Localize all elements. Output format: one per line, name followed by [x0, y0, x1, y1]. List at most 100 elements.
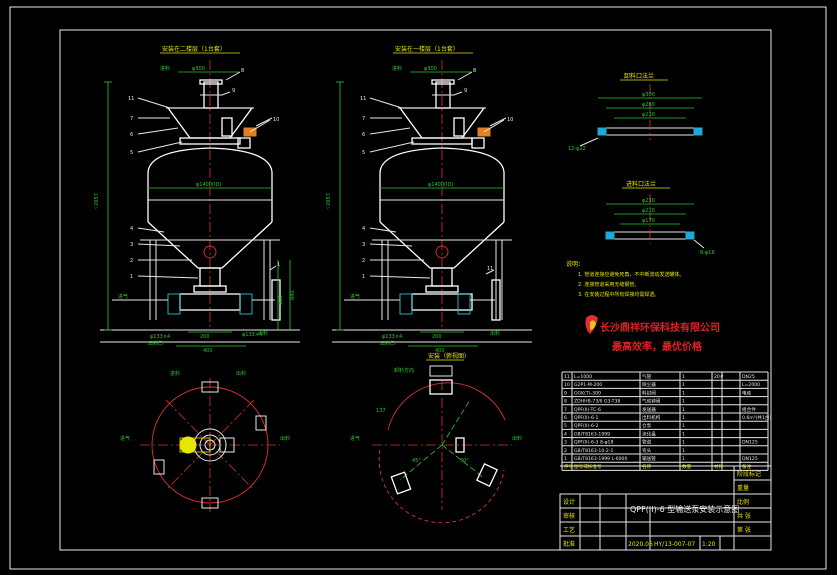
right-elevation: 安装在一楼层（1台套） ~265: [326, 45, 532, 354]
bom-cell-qty: 1: [682, 390, 685, 396]
title-block: 设计 审核 工艺 批准 QPF(II)-6 型输送泵安装示意图 2020.06 …: [559, 465, 772, 551]
right-bottom-dim1: 200: [432, 334, 442, 340]
bom-cell-code: QPF(II)-6-3 8-φ18: [574, 440, 613, 446]
left-outlet-label: 出料口: [148, 340, 163, 347]
tv-in-label: 进气: [350, 435, 360, 442]
flange-detail-inlet: 进料口法兰 φ230 φ210 φ170 8-φ18: [605, 180, 715, 256]
left-balloon-3: 10: [273, 117, 279, 123]
bom-cell-note: 电动: [742, 389, 752, 396]
tb-rlabel-1: 阶段标记: [737, 470, 761, 478]
bom-cell-code: QPF(II)-6-1: [574, 415, 599, 421]
detail1-title: 卸料口法兰: [624, 72, 654, 80]
left-diameter-dim: φ1400(ID): [196, 182, 221, 188]
bom-header-code: 图号或标准号: [574, 463, 602, 470]
left-balloon-12: 1: [277, 262, 280, 268]
left-height-dim: ~2657: [94, 193, 100, 210]
top-left-out-label: 出料: [280, 435, 290, 442]
bom-cell-name: 气动钟阀: [642, 398, 661, 405]
bom-cell-qty: 1: [682, 415, 685, 421]
right-balloon-3: 10: [507, 117, 513, 123]
note-3: 3. 在安装过程中所有焊接均需焊透。: [578, 291, 659, 298]
bom-cell-code: GGK(T)-300: [574, 390, 601, 396]
bom-cell-name: 出料机构: [642, 414, 661, 421]
tb-scale: 1:20: [702, 541, 716, 548]
left-bottom-dim1: 200: [200, 334, 210, 340]
bom-cell-name: 除尘器: [642, 381, 656, 388]
left-out-label: 出料: [258, 330, 268, 337]
bom-cell-code: GB/T8163-1999: [574, 431, 610, 437]
right-balloon-5: 7: [362, 116, 365, 122]
detail1-d3: φ230: [642, 112, 655, 118]
bom-cell-name: 流化盘: [642, 430, 656, 437]
bom-cell-note: DN125: [742, 456, 758, 462]
bom-cell-no: 10: [564, 382, 570, 388]
company-name: 长沙鼎祥环保科技有限公司: [600, 321, 720, 334]
right-bottom-dim2: 400: [435, 348, 445, 354]
left-pipe-dim2: φ133×4: [242, 332, 262, 338]
bom-cell-no: 8: [564, 399, 567, 405]
left-balloon-8: 4: [130, 226, 133, 232]
left-balloon-11: 1: [130, 274, 133, 280]
bom-cell-note: DN125: [742, 440, 758, 446]
right-balloon-12: 1: [362, 274, 365, 280]
detail1-d1: φ300: [642, 92, 655, 98]
tb-rlabel-5: 第 张: [737, 526, 751, 534]
bom-cell-code: GB/T8163-10-2-1: [574, 448, 613, 454]
tb-drawing-no: HY/13-007-07: [654, 541, 695, 548]
tb-rlabel-4: 共 张: [737, 512, 751, 520]
notes-heading: 说明：: [566, 260, 584, 268]
detail2-d3: φ170: [642, 218, 655, 224]
detail2-d1: φ230: [642, 198, 655, 204]
tb-role-4: 批准: [563, 540, 575, 548]
bom-cell-no: 1: [564, 456, 567, 462]
tv-out-label: 出料: [512, 435, 522, 442]
bom-cell-no: 7: [564, 407, 567, 413]
top-view-title: 安装（俯视图）: [428, 352, 470, 360]
right-air-label: 进气: [350, 293, 360, 300]
tb-role-1: 设计: [563, 498, 575, 506]
right-diameter-dim: φ1400(ID): [428, 182, 453, 188]
top-view-left: 进气 出料 进料 出料: [120, 370, 290, 512]
bom-cell-name: 料封阀: [642, 389, 656, 396]
right-top-dim: φ300: [424, 66, 437, 72]
right-balloon-11: 11: [487, 266, 493, 272]
left-dim-600: 600: [278, 295, 284, 305]
bom-cell-name: 管道: [642, 439, 652, 446]
bom-cell-no: 11: [564, 374, 570, 380]
note-1: 1. 管道连接应避免死角，不中断流动发送罐体。: [578, 271, 684, 278]
left-balloon-4: 11: [128, 96, 134, 102]
left-balloon-9: 3: [130, 242, 133, 248]
bom-cell-name: 气管: [642, 373, 652, 380]
bom-header-no: 序号: [564, 463, 574, 470]
detail1-d2: φ260: [642, 102, 655, 108]
bom-cell-qty: 1: [682, 448, 685, 454]
bom-cell-no: 2: [564, 448, 567, 454]
bom-cell-no: 3: [564, 440, 567, 446]
bom-cell-qty: 1: [682, 374, 685, 380]
bom-header-mat: 材料: [714, 463, 724, 470]
company-slogan: 最高效率，最优价格: [612, 340, 703, 353]
right-balloon-6: 6: [362, 132, 365, 138]
right-balloon-9: 3: [362, 242, 365, 248]
left-dim-840: 840: [290, 290, 296, 300]
bom-cell-note: 0.6m³(共1台): [742, 414, 772, 421]
bom-cell-name: 弯头: [642, 447, 652, 454]
left-pipe-dim: φ133×4: [150, 334, 170, 340]
tv-a2-label: 30°: [460, 458, 469, 464]
left-view-title: 安装在二楼层（1台套）: [162, 45, 226, 53]
bom-cell-mat: 20#: [714, 374, 724, 380]
top-left-inlet-label: 进气: [120, 435, 130, 442]
detail2-d2: φ210: [642, 208, 655, 214]
bom-cell-name: 仓泵: [642, 422, 652, 429]
bom-cell-no: 9: [564, 390, 567, 396]
right-balloon-4: 11: [360, 96, 366, 102]
right-balloon-8: 4: [362, 226, 365, 232]
right-balloon-2: 9: [464, 88, 467, 94]
right-balloon-10: 2: [362, 258, 365, 264]
right-height-dim: ~2657: [326, 193, 332, 210]
company-logo: 长沙鼎祥环保科技有限公司 最高效率，最优价格: [585, 315, 720, 353]
drawing-title: QPF(II)-6 型输送泵安装示意图: [630, 504, 739, 514]
right-feed-label: 进料: [392, 65, 402, 72]
